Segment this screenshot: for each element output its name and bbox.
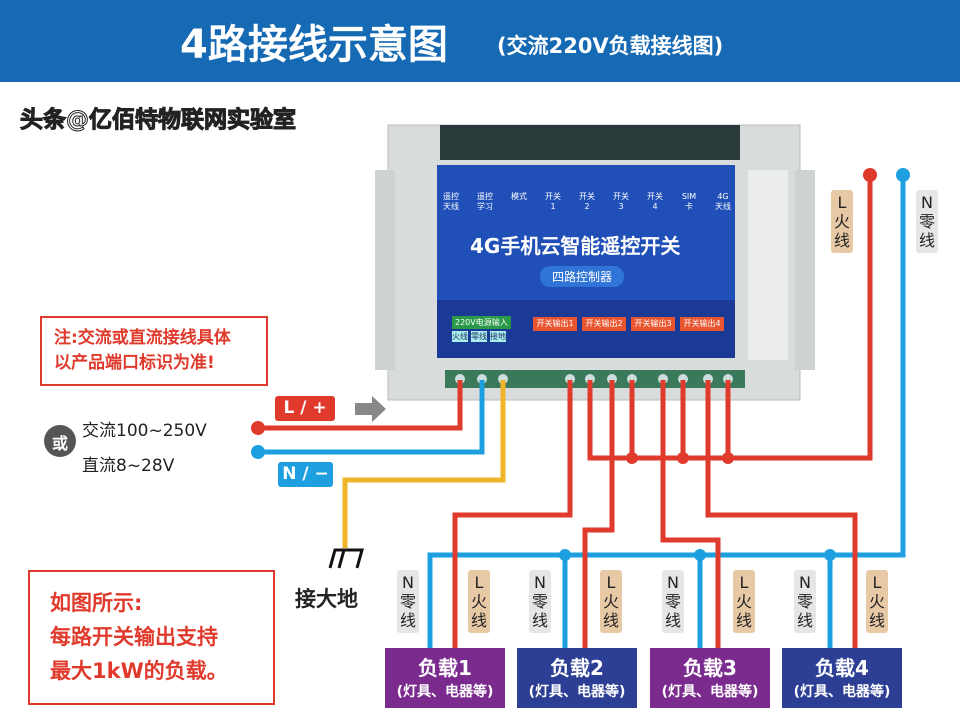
- top-note: 注:交流或直流接线具体 以产品端口标识为准!: [40, 316, 268, 386]
- load-4: 负载4 (灯具、电器等): [782, 648, 902, 708]
- power-input-label: 220V电源输入: [452, 316, 511, 329]
- term-live: 火线: [452, 331, 468, 342]
- input-neutral-wire: [258, 380, 485, 455]
- neutral-branch-wires: [562, 555, 833, 650]
- note-line: 最大1kW的负载。: [50, 659, 228, 683]
- note-line: 每路开关输出支持: [50, 625, 218, 649]
- neutral-bus-wire: [427, 175, 906, 650]
- load-name: 负载2: [550, 656, 604, 680]
- tag-live-right: L火线: [831, 190, 853, 253]
- tag-n-load2: N零线: [529, 570, 551, 633]
- side-cover: [748, 170, 788, 360]
- switch-out-3-wire: [660, 380, 721, 650]
- tag-l-load4: L火线: [866, 570, 888, 633]
- note-line-1: 注:交流或直流接线具体: [54, 328, 231, 348]
- panel-top-labels: 遥控天线 遥控学习 模式 开关1 开关2 开关3 开关4 SIM卡 4G天线: [442, 192, 732, 212]
- note-line: 如图所示:: [50, 591, 143, 615]
- label-sim: SIM卡: [681, 192, 697, 211]
- load-desc: (灯具、电器等): [661, 684, 759, 700]
- header-banner: [0, 0, 960, 82]
- output-3: 开关输出3: [631, 317, 675, 331]
- tag-n-load4: N零线: [794, 570, 816, 633]
- tag-l-load3: L火线: [733, 570, 755, 633]
- tag-neutral-minus: N / −: [278, 462, 333, 487]
- load-1: 负载1 (灯具、电器等): [385, 648, 505, 708]
- term-neutral: 零线: [471, 331, 487, 342]
- power-terminals: 火线 零线 接地: [452, 331, 506, 342]
- arrow-right-icon: [355, 396, 386, 422]
- tag-l-load1: L火线: [468, 570, 490, 633]
- device-model: 四路控制器: [540, 266, 625, 287]
- device-brand: 4G手机云智能遥控开关: [470, 234, 681, 258]
- live-junctions: [251, 168, 877, 464]
- or-badge: [44, 425, 76, 457]
- switch-outputs: 开关输出1 开关输出2 开关输出3 开关输出4: [533, 317, 724, 331]
- load-3: 负载3 (灯具、电器等): [650, 648, 770, 708]
- term-ground: 接地: [490, 331, 506, 342]
- load-name: 负载4: [815, 656, 869, 680]
- button-mode: 模式: [511, 192, 527, 201]
- load-2: 负载2 (灯具、电器等): [517, 648, 637, 708]
- watermark: 头条@亿佰特物联网实验室: [20, 107, 297, 134]
- tag-neutral-right: N零线: [916, 190, 938, 253]
- or-label: 或: [51, 434, 68, 453]
- mount-right: [795, 170, 815, 370]
- switch-out-1-wire: [452, 380, 573, 650]
- ac-range: 交流100~250V: [82, 421, 207, 441]
- bottom-note: 如图所示: 每路开关输出支持 最大1kW的负载。: [28, 570, 275, 705]
- ground-icon: [328, 548, 364, 569]
- input-live-wire: [258, 380, 463, 431]
- tag-l-load2: L火线: [600, 570, 622, 633]
- tag-live-plus: L / +: [275, 396, 335, 421]
- button-switch-4: 开关4: [647, 192, 663, 211]
- live-branch-wires: [629, 380, 731, 458]
- neutral-junctions: [251, 168, 910, 561]
- button-remote-learn: 遥控学习: [477, 192, 493, 211]
- switch-out-2-wire: [582, 380, 615, 650]
- ground-label: 接大地: [295, 587, 358, 611]
- mount-left: [375, 170, 395, 370]
- load-desc: (灯具、电器等): [793, 684, 891, 700]
- load-name: 负载3: [683, 656, 737, 680]
- ground-wire: [342, 380, 506, 548]
- label-remote-antenna: 遥控天线: [443, 192, 459, 211]
- circuit-board: [440, 125, 740, 160]
- button-switch-2: 开关2: [579, 192, 595, 211]
- dc-range: 直流8~28V: [82, 456, 175, 476]
- load-name: 负载1: [418, 656, 472, 680]
- output-1: 开关输出1: [533, 317, 577, 331]
- output-2: 开关输出2: [582, 317, 626, 331]
- output-4: 开关输出4: [680, 317, 724, 331]
- page-subtitle: (交流220V负载接线图): [497, 34, 724, 58]
- tag-n-load1: N零线: [397, 570, 419, 633]
- note-line-2: 以产品端口标识为准!: [54, 353, 215, 373]
- switch-out-4-wire: [705, 380, 858, 650]
- tag-n-load3: N零线: [662, 570, 684, 633]
- label-4g-antenna: 4G天线: [715, 192, 731, 211]
- load-desc: (灯具、电器等): [396, 684, 494, 700]
- button-switch-1: 开关1: [545, 192, 561, 211]
- page-title: 4路接线示意图: [180, 22, 448, 68]
- button-switch-3: 开关3: [613, 192, 629, 211]
- load-desc: (灯具、电器等): [528, 684, 626, 700]
